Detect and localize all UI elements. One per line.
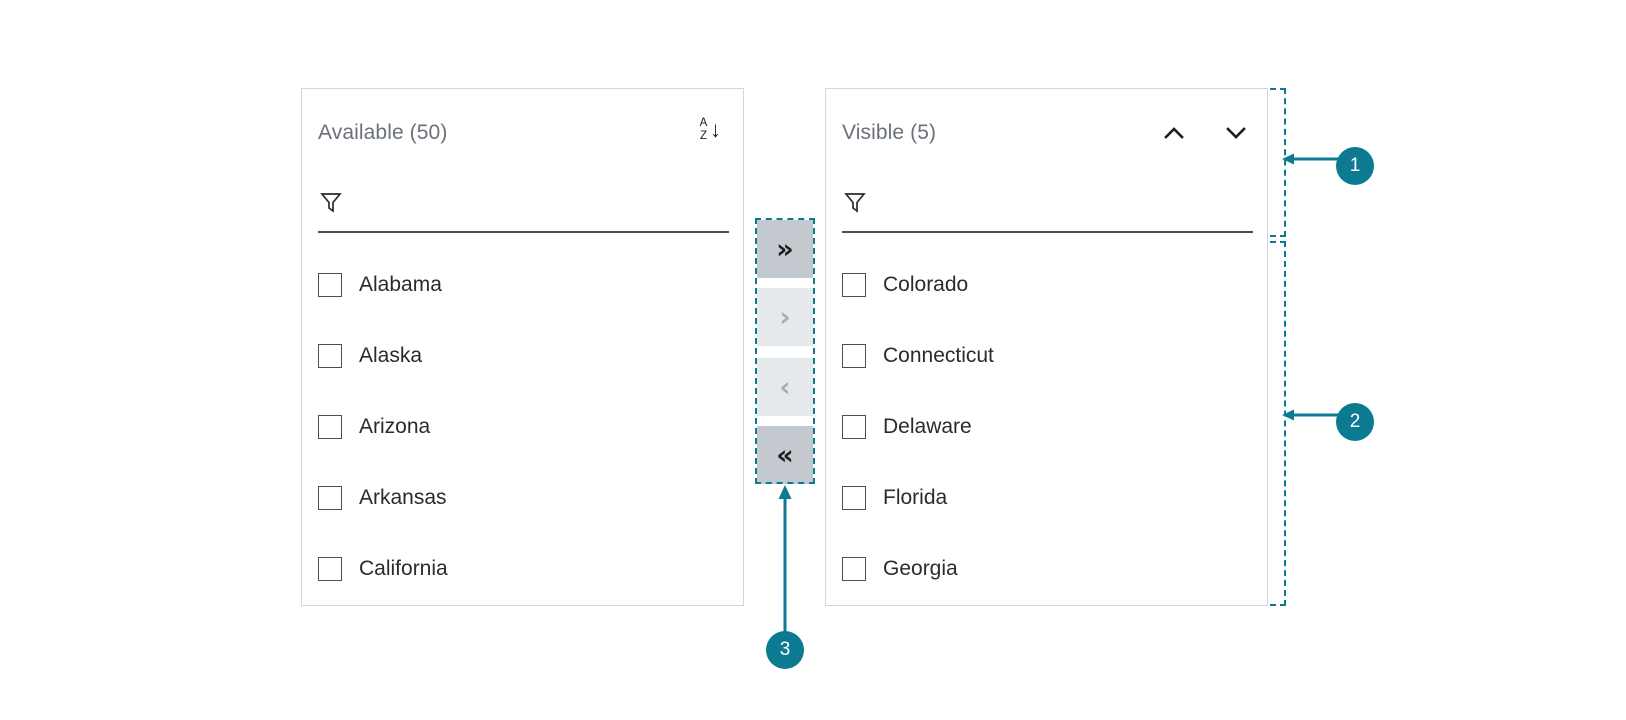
annotation-badge-1: 1: [1336, 147, 1374, 185]
chevron-right-icon: ›: [779, 301, 791, 333]
list-item-label: Alabama: [359, 272, 442, 296]
list-item-label: Arizona: [359, 414, 431, 438]
available-panel-title: Available (50): [318, 121, 448, 144]
sort-arrow-down-icon: ↓: [710, 117, 721, 142]
double-chevron-left-icon: «: [776, 439, 794, 471]
chevron-left-icon: ‹: [779, 371, 791, 403]
chevron-down-icon: [1226, 127, 1246, 139]
list-item-label: California: [359, 556, 448, 580]
list-item[interactable]: Alabama: [302, 249, 743, 320]
list-item[interactable]: California: [302, 533, 743, 604]
visible-panel: Visible (5): [825, 88, 1268, 606]
available-filter-input-wrap: [318, 203, 729, 233]
move-left-button[interactable]: ‹: [757, 358, 813, 416]
checkbox[interactable]: [318, 272, 342, 297]
visible-filter-underline: [842, 231, 1253, 233]
annotation-badge-3: 3: [766, 631, 804, 669]
annotation-outline-visible-header: [1270, 88, 1286, 237]
available-filter-row: [318, 185, 729, 233]
list-item-label: Delaware: [883, 414, 972, 438]
list-item-label: Colorado: [883, 272, 969, 296]
list-item[interactable]: Arizona: [302, 391, 743, 462]
list-item[interactable]: Florida: [826, 462, 1267, 533]
available-filter-underline: [318, 231, 729, 233]
list-item[interactable]: Delaware: [826, 391, 1267, 462]
chevron-up-icon: [1164, 127, 1184, 139]
visible-panel-header: Visible (5): [826, 89, 1267, 179]
checkbox[interactable]: [842, 414, 866, 439]
move-all-right-button[interactable]: »: [757, 220, 813, 278]
move-all-left-button[interactable]: «: [757, 426, 813, 484]
transfer-button-column: » › ‹ «: [757, 220, 813, 484]
checkbox[interactable]: [318, 556, 342, 581]
annotation-arrow-2: [1282, 409, 1338, 421]
visible-filter-row: [842, 185, 1253, 233]
list-item-label: Florida: [883, 485, 948, 509]
move-down-button[interactable]: [1219, 116, 1253, 150]
annotation-arrow-1: [1282, 153, 1338, 165]
list-item[interactable]: Arkansas: [302, 462, 743, 533]
filter-funnel-icon: [842, 189, 868, 220]
list-item-label: Arkansas: [359, 485, 447, 509]
checkbox[interactable]: [318, 414, 342, 439]
annotation-outline-visible-list: [1270, 241, 1286, 606]
checkbox[interactable]: [318, 343, 342, 368]
list-item[interactable]: Colorado: [826, 249, 1267, 320]
visible-filter-input[interactable]: [884, 203, 1249, 229]
list-item[interactable]: Alaska: [302, 320, 743, 391]
double-chevron-right-icon: »: [776, 233, 794, 265]
visible-header-actions: [1157, 113, 1253, 153]
visible-filter-input-wrap: [842, 203, 1253, 233]
filter-funnel-icon: [318, 189, 344, 220]
list-item-label: Alaska: [359, 343, 423, 367]
move-right-button[interactable]: ›: [757, 288, 813, 346]
checkbox[interactable]: [842, 485, 866, 510]
checkbox[interactable]: [842, 343, 866, 368]
checkbox[interactable]: [842, 272, 866, 297]
move-up-button[interactable]: [1157, 116, 1191, 150]
annotation-arrow-3: [778, 485, 792, 633]
available-filter-input[interactable]: [360, 203, 725, 229]
checkbox[interactable]: [842, 556, 866, 581]
list-item-label: Georgia: [883, 556, 958, 580]
visible-panel-title: Visible (5): [842, 121, 937, 144]
list-item-label: Connecticut: [883, 343, 994, 367]
list-item[interactable]: Georgia: [826, 533, 1267, 604]
list-item[interactable]: Connecticut: [826, 320, 1267, 391]
checkbox[interactable]: [318, 485, 342, 510]
annotation-badge-2: 2: [1336, 403, 1374, 441]
